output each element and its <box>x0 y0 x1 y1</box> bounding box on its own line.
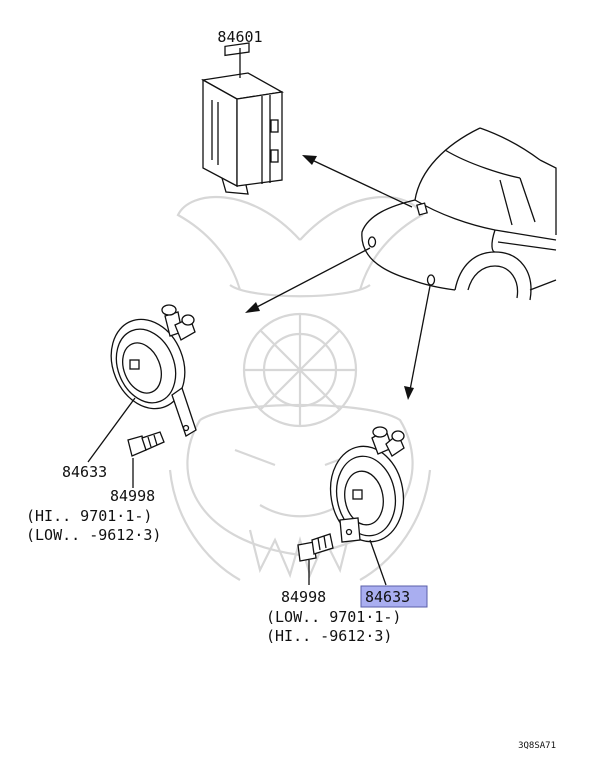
right-horn-illustration <box>329 426 405 543</box>
arrow-to-control-unit <box>302 155 413 208</box>
left-bolt-part-number[interactable]: 84998 <box>110 487 155 505</box>
left-horn-part-number[interactable]: 84633 <box>62 463 107 481</box>
leader-right-horn <box>369 539 387 586</box>
left-bolt-note-1: (HI.. 9701·1-) <box>26 507 152 525</box>
right-bolt-note-1: (LOW.. 9701·1-) <box>266 608 401 626</box>
diagram-code: 3Q8SA71 <box>518 741 556 751</box>
leader-left-horn <box>87 397 136 463</box>
arrow-to-left-horn <box>245 247 371 313</box>
samurai-helmet-watermark-icon <box>168 195 432 581</box>
left-bolt-note-2: (LOW.. -9612·3) <box>26 526 161 544</box>
highlight-box <box>360 585 428 608</box>
vehicle-front-outline <box>361 127 557 301</box>
left-horn-illustration <box>110 304 197 437</box>
control-unit-illustration <box>201 42 284 195</box>
control-unit-part-number[interactable]: 84601 <box>217 28 262 46</box>
right-horn-part-number[interactable]: 84633 <box>365 588 410 606</box>
right-bolt-part-number[interactable]: 84998 <box>281 588 326 606</box>
arrow-to-right-horn <box>404 285 431 400</box>
right-bolt-note-2: (HI.. -9612·3) <box>266 627 392 645</box>
right-bolt-illustration <box>297 533 334 562</box>
left-bolt-illustration <box>127 431 165 457</box>
